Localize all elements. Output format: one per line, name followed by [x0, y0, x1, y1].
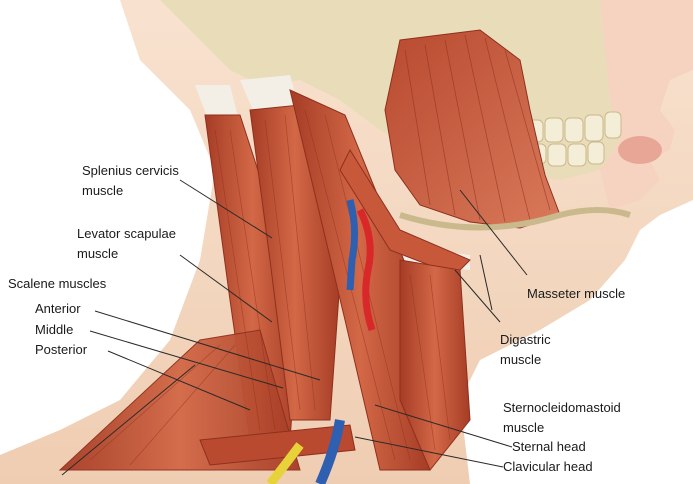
label-splenius-cervicis: Splenius cervicis muscle [82, 161, 179, 201]
label-levator-scapulae: Levator scapulae muscle [77, 224, 176, 264]
leader-masseter [459, 189, 528, 276]
leader-lines [61, 179, 528, 476]
label-scm-line1: Sternocleidomastoid [503, 400, 621, 415]
leader-scalene-base [61, 364, 196, 476]
leader-digastric-2 [479, 254, 493, 311]
label-scm-line2: muscle [503, 420, 545, 435]
artery [356, 208, 376, 332]
label-digastric-line2: muscle [500, 352, 542, 367]
mandible-edge [399, 207, 631, 231]
vein-lower [315, 419, 345, 484]
leader-middle [89, 330, 284, 389]
label-masseter-muscle: Masseter muscle [527, 286, 626, 301]
leader-anterior [94, 310, 321, 381]
label-digastric-muscle: Digastric muscle [500, 330, 551, 370]
leader-sternal [374, 404, 513, 448]
clavicle-muscle-shape [199, 424, 356, 466]
label-digastric-line1: Digastric [500, 332, 551, 347]
masseter-fibers [404, 34, 551, 223]
label-middle: Middle [35, 322, 74, 337]
lip-shape [618, 136, 662, 164]
label-sternal-head: Sternal head [512, 439, 586, 454]
leader-digastric-1 [454, 269, 501, 323]
neck-fibers [89, 109, 451, 466]
leader-levator [179, 254, 273, 323]
label-scalene-muscles: Scalene muscles [8, 276, 107, 291]
label-levator-line1: Levator scapulae [77, 226, 177, 241]
label-splenius-line2: muscle [82, 183, 124, 198]
leader-clavicular [354, 436, 504, 468]
label-clavicular-head: Clavicular head [503, 459, 593, 474]
label-posterior: Posterior [35, 342, 88, 357]
label-sternocleidomastoid: Sternocleidomastoid muscle [503, 398, 621, 438]
label-splenius-line1: Splenius cervicis [82, 163, 179, 178]
right-strap-shape [399, 259, 471, 471]
nerve-bundle [266, 442, 304, 484]
vein [346, 199, 359, 291]
leader-posterior [107, 350, 251, 411]
label-anterior: Anterior [35, 301, 81, 316]
label-levator-line2: muscle [77, 246, 119, 261]
leader-splenius [179, 179, 273, 239]
